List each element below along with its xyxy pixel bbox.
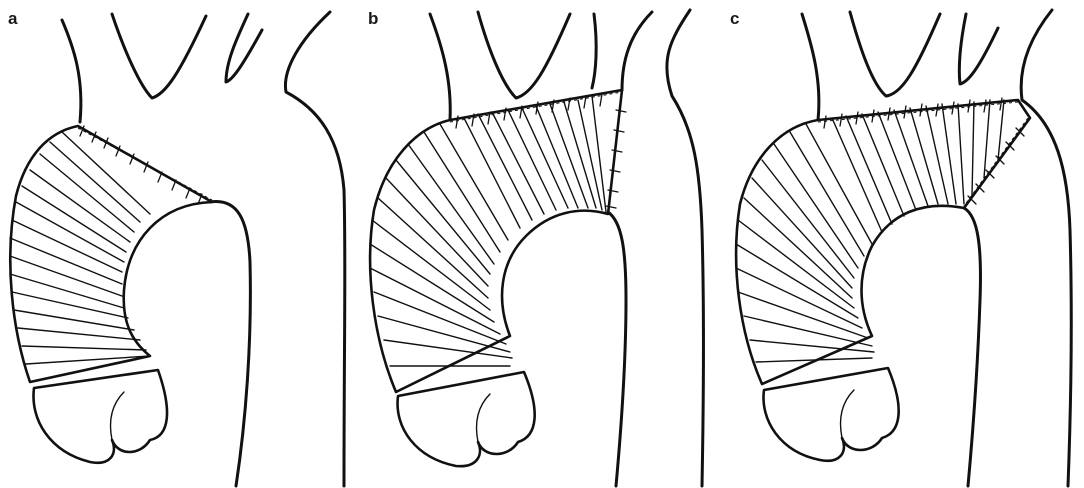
vascular-graft xyxy=(10,126,212,382)
descending-aorta-outer-wall xyxy=(285,12,344,486)
descending-aorta-inner-wall xyxy=(210,202,250,486)
ascending-aorta-wall-left xyxy=(62,20,81,122)
aortic-arch-graft-drawing-c xyxy=(722,0,1083,488)
panel-c: c xyxy=(722,0,1083,488)
aortic-arch-graft-drawing-b xyxy=(360,0,721,488)
panel-b: b xyxy=(360,0,721,488)
aortic-root-sinuses xyxy=(398,372,535,466)
vascular-graft xyxy=(370,90,622,392)
left-carotid-branch xyxy=(226,14,262,82)
aortic-root-sinuses xyxy=(763,368,898,461)
brachiocephalic-notch xyxy=(112,14,206,98)
aortic-root-sinuses xyxy=(33,370,167,463)
aortic-arch-graft-drawing-a xyxy=(0,0,361,488)
vascular-graft xyxy=(736,100,1030,384)
panel-a: a xyxy=(0,0,361,488)
